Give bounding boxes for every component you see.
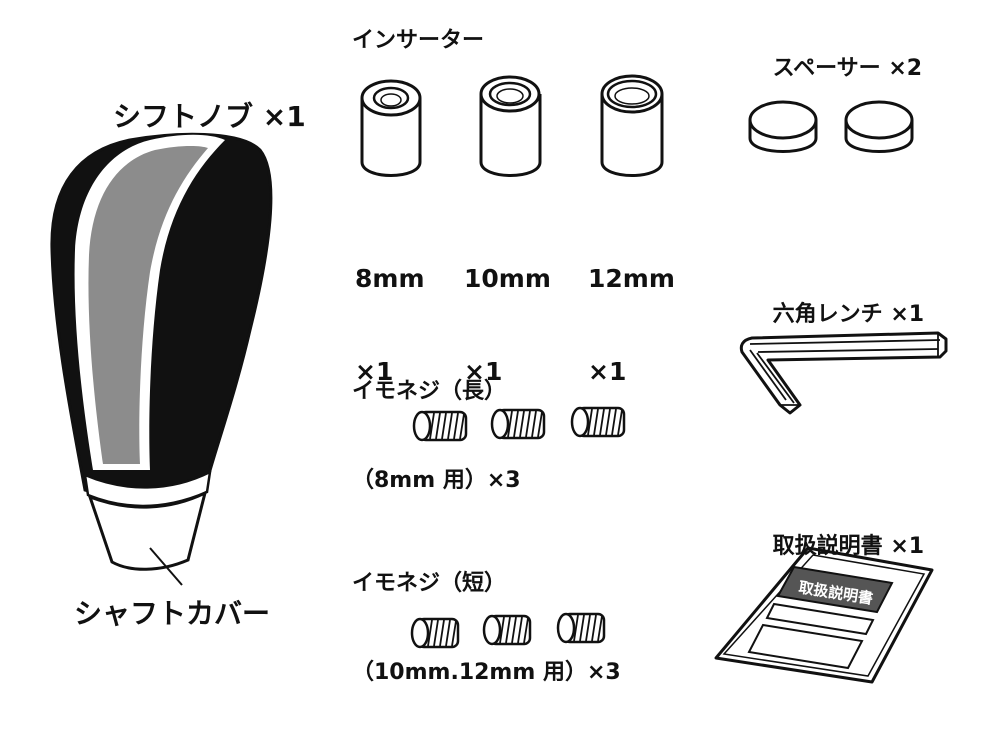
screw-short-group xyxy=(410,612,606,649)
hex-wrench-name: 六角レンチ xyxy=(772,302,883,328)
shift-knob-label: シフトノブ ×1 xyxy=(74,66,306,167)
inserter-10mm-qty: ×1 xyxy=(464,357,503,387)
manual-label: 取扱説明書 ×1 xyxy=(742,508,924,587)
spacer-illustration xyxy=(748,100,914,153)
shift-knob-name: シフトノブ xyxy=(113,99,254,133)
inserter-label: インサーター xyxy=(352,28,485,53)
inserter-12mm-label: 12mm ×1 xyxy=(588,200,675,450)
manual-illustration: 取扱説明書 xyxy=(714,546,934,684)
inserter-12mm-size: 12mm xyxy=(588,263,675,293)
hex-wrench-qty: ×1 xyxy=(890,302,925,328)
screw-long-label: イモネジ（長） （8mm 用）×3 xyxy=(352,318,521,556)
inserter-8mm-qty: ×1 xyxy=(355,357,394,387)
parts-illustration: 取扱説明書 xyxy=(50,74,948,684)
parts-diagram: 取扱説明書 シフトノブ ×1 シャフトカバー インサーター 8mm ×1 10m… xyxy=(50,28,948,685)
inserter-12mm-qty: ×1 xyxy=(588,357,627,387)
screw-short-spec: （10mm.12mm 用）×3 xyxy=(352,660,621,686)
hex-wrench-illustration xyxy=(739,331,948,415)
screw-long-group xyxy=(412,406,626,442)
spacer-qty: ×2 xyxy=(888,56,923,82)
manual-name: 取扱説明書 xyxy=(772,534,883,560)
screw-long-spec: （8mm 用）×3 xyxy=(352,468,521,494)
inserter-8mm-label: 8mm ×1 xyxy=(355,200,425,450)
spacer-label: スペーサー ×2 xyxy=(742,30,922,109)
inserter-10mm-label: 10mm ×1 xyxy=(464,200,551,450)
spacer-name: スペーサー xyxy=(772,56,881,82)
inserter-12mm-illustration xyxy=(600,74,664,177)
shift-knob-qty: ×1 xyxy=(262,99,306,133)
manual-qty: ×1 xyxy=(890,534,925,560)
inserter-8mm-illustration xyxy=(360,79,422,177)
screw-short-label: イモネジ（短） （10mm.12mm 用）×3 xyxy=(352,510,621,748)
hex-wrench-label: 六角レンチ ×1 xyxy=(742,276,924,355)
shaft-cover-label: シャフトカバー xyxy=(74,597,271,630)
screw-long-name: イモネジ（長） xyxy=(352,379,507,405)
shift-knob-illustration xyxy=(50,132,273,586)
inserter-10mm-size: 10mm xyxy=(464,263,551,293)
inserter-10mm-illustration xyxy=(479,75,542,177)
inserter-8mm-size: 8mm xyxy=(355,263,425,293)
screw-short-name: イモネジ（短） xyxy=(352,571,507,597)
